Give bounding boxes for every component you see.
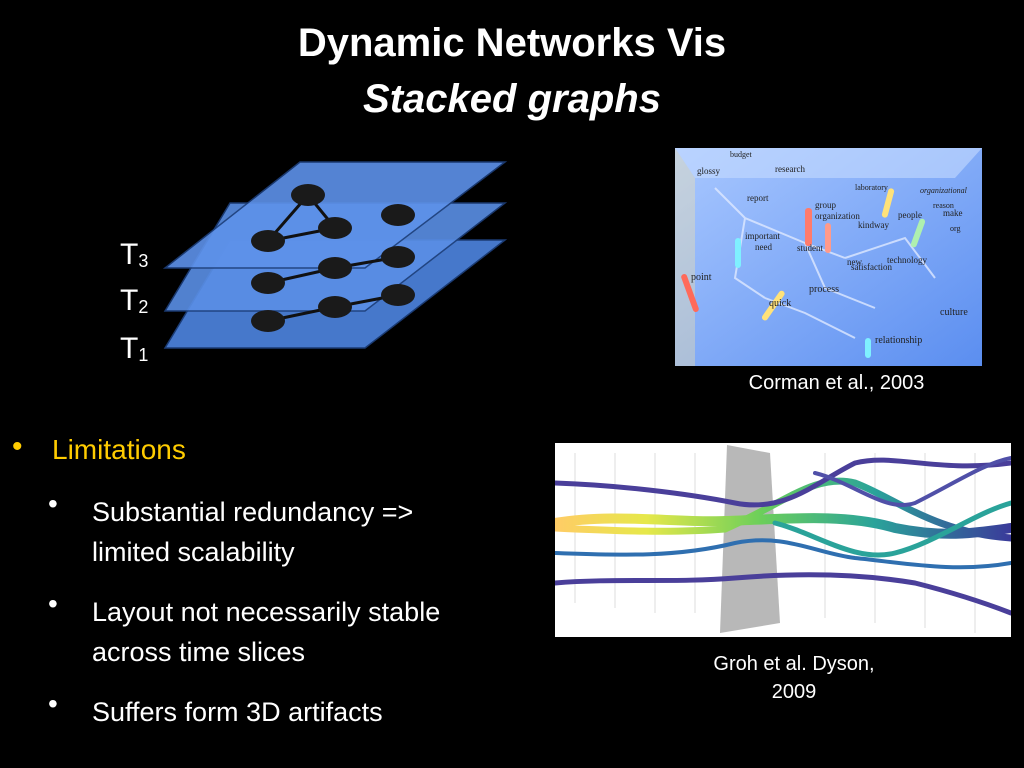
ribbons-svg	[555, 443, 1011, 637]
svg-text:organizational: organizational	[920, 186, 968, 195]
caption-groh: Groh et al. Dyson, 2009	[713, 653, 875, 703]
svg-text:report: report	[747, 193, 769, 203]
bullet-dot: •	[12, 430, 23, 463]
word-graph-svg: budget research glossy report laboratory…	[675, 148, 982, 366]
svg-text:research: research	[775, 164, 805, 174]
svg-text:relationship: relationship	[875, 335, 922, 346]
stacked-layers-diagram	[160, 155, 510, 360]
label-t1: T1	[120, 332, 149, 365]
svg-text:group: group	[815, 200, 836, 210]
svg-text:glossy: glossy	[697, 166, 721, 176]
bullet-dot: •	[48, 588, 58, 619]
caption-corman: Corman et al., 2003	[748, 372, 925, 394]
figure-corman-3d-graph: budget research glossy report laboratory…	[675, 148, 982, 366]
svg-text:point: point	[691, 272, 712, 283]
node	[318, 257, 352, 279]
svg-text:technology: technology	[887, 255, 927, 265]
node	[318, 296, 352, 318]
node	[381, 246, 415, 268]
figure-dyson-ribbons	[555, 443, 1011, 637]
graph-nodes	[251, 184, 415, 332]
svg-text:kindway: kindway	[858, 220, 889, 230]
svg-text:culture: culture	[940, 307, 968, 318]
node	[381, 284, 415, 306]
svg-text:laboratory: laboratory	[855, 183, 888, 192]
svg-text:reason: reason	[933, 201, 954, 210]
svg-text:organization: organization	[815, 211, 860, 221]
svg-text:budget: budget	[730, 150, 753, 159]
node	[381, 204, 415, 226]
bullet-dot: •	[48, 688, 58, 719]
svg-text:quick: quick	[769, 298, 791, 309]
figure-words: budget research glossy report laboratory…	[691, 150, 968, 346]
node	[251, 310, 285, 332]
slide-subtitle: Stacked graphs	[363, 77, 661, 121]
plane-t3	[162, 161, 508, 269]
svg-text:need: need	[755, 242, 772, 252]
svg-text:important: important	[745, 231, 780, 241]
svg-text:process: process	[809, 284, 839, 295]
node	[318, 217, 352, 239]
svg-text:people: people	[898, 210, 922, 220]
bullet-redundancy: Substantial redundancy => limited scalab…	[92, 497, 414, 567]
bullet-limitations: Limitations	[52, 434, 186, 465]
svg-text:student: student	[797, 243, 823, 253]
bullet-dot: •	[48, 488, 58, 519]
slide-title: Dynamic Networks Vis	[297, 21, 727, 65]
node	[251, 230, 285, 252]
bullet-layout: Layout not necessarily stable across tim…	[92, 597, 441, 667]
stacked-planes-svg	[162, 161, 508, 349]
node	[251, 272, 285, 294]
svg-text:new: new	[847, 257, 862, 267]
label-t3: T3	[120, 238, 149, 271]
svg-text:make: make	[943, 208, 963, 218]
svg-text:org: org	[950, 224, 961, 233]
label-t2: T2	[120, 284, 149, 317]
bullet-artifacts: Suffers form 3D artifacts	[92, 697, 383, 727]
node	[291, 184, 325, 206]
svg-text:satisfaction: satisfaction	[851, 262, 892, 272]
